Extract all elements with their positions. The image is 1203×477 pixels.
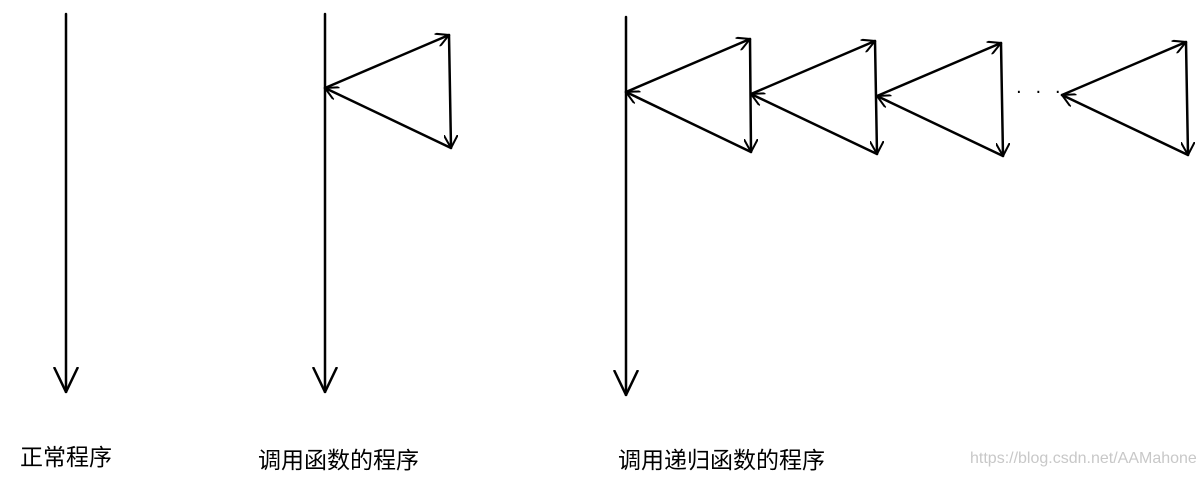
ellipsis: · · ·: [1016, 82, 1065, 103]
label-recursive-program: 调用递归函数的程序: [618, 448, 825, 474]
recursion-loop-2: [751, 41, 877, 156]
watermark: https://blog.csdn.net/AAMahone: [970, 450, 1197, 467]
call-loop: [325, 35, 451, 150]
recursion-loop-1: [626, 39, 751, 154]
label-call-function-program: 调用函数的程序: [258, 448, 419, 474]
recursion-loop-n: [1062, 42, 1188, 157]
label-normal-program: 正常程序: [20, 445, 112, 471]
recursion-loop-3: [877, 43, 1003, 158]
